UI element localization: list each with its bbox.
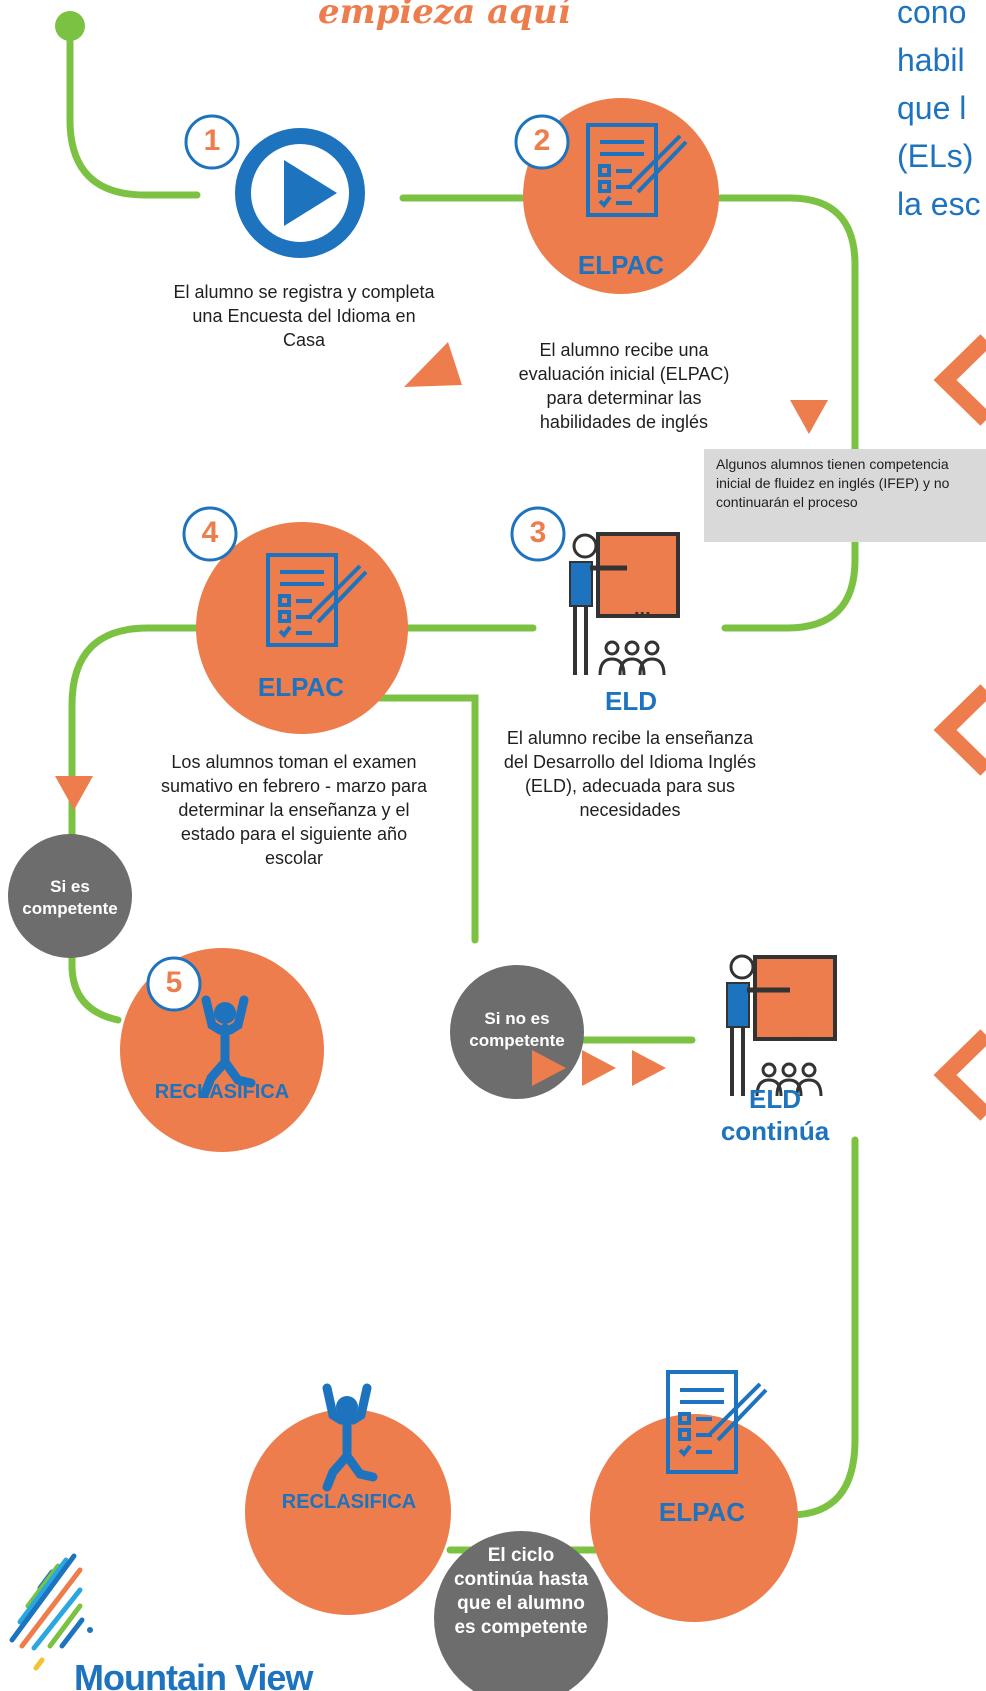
start-dot: [55, 11, 85, 41]
test-sheet-icon: [266, 553, 368, 647]
jumping-person-icon: [322, 1383, 378, 1492]
step-3-caption: El alumno recibe la enseñanza del Desarr…: [503, 728, 757, 820]
svg-text:...: ...: [634, 598, 651, 620]
teacher-icon: ...: [569, 532, 680, 676]
arrow-down-icon: [790, 400, 828, 434]
badge-4: [182, 506, 238, 562]
step-number: 1: [203, 124, 221, 157]
step-2-caption: El alumno recibe una evaluación inicial …: [518, 340, 730, 432]
arrow-down-left-icon: [404, 342, 462, 387]
step-4-label: ELPAC: [257, 672, 345, 702]
chevron-left-icon: [933, 684, 986, 776]
badge-1: [184, 114, 240, 170]
step-4-circle: [196, 522, 408, 734]
play-arrow-icon: [532, 1050, 566, 1086]
step-number: 5: [165, 966, 183, 999]
step-number: 2: [533, 124, 551, 157]
test-sheet-icon: [666, 1370, 768, 1474]
cycle-label: El ciclo continúa hasta que el alumno es…: [453, 1545, 589, 1638]
connector-2-to-3: [712, 194, 859, 632]
chevron-left-icon: [933, 1029, 986, 1121]
connector-4-to-not-proficient: [351, 694, 479, 944]
intro-line: (ELs): [897, 138, 974, 174]
intro-line: cono: [897, 0, 967, 30]
badge-3: [510, 506, 566, 562]
eld-continue-label: ELD continúa: [700, 1083, 850, 1147]
connector-eld-to-elpac: [786, 1136, 859, 1519]
connector-start-to-1: [66, 24, 201, 199]
ifep-note: Algunos alumnos tienen competencia inici…: [704, 449, 986, 542]
not-proficient-label: Si no es competente: [469, 1009, 565, 1050]
badge-2: [514, 114, 570, 170]
step-number: 4: [201, 516, 219, 549]
step-1-caption: El alumno se registra y completa una Enc…: [173, 282, 435, 350]
jumping-person-icon: [200, 995, 256, 1098]
proficient-circle: [8, 834, 132, 958]
play-circle-icon: [235, 128, 365, 258]
test-sheet-icon: [586, 123, 688, 217]
eld-continue-line-2: continúa: [720, 1116, 830, 1146]
intro-line: la esc: [897, 186, 981, 222]
bottom-reclassify-label: RECLASIFICA: [281, 1491, 417, 1513]
chevron-left-icon: [933, 334, 986, 426]
teacher-icon: ...: [726, 954, 837, 1097]
proficient-label: Si es competente: [22, 877, 118, 918]
intro-line: que l: [897, 90, 967, 126]
connector-4-to-branch: [68, 624, 202, 859]
start-heading: empieza aquí: [318, 0, 571, 32]
logo-text: Mountain View: [74, 1657, 313, 1691]
step-2-label: ELPAC: [577, 250, 665, 280]
connector-branch-to-5: [68, 932, 122, 1024]
step-5-label: RECLASIFICA: [154, 1081, 290, 1103]
eld-continue-line-1: ELD: [749, 1084, 801, 1114]
intro-line: habil: [897, 42, 965, 78]
step-3-label: ELD: [605, 686, 657, 716]
badge-5: [146, 956, 202, 1012]
bottom-reclassify-circle: [245, 1409, 451, 1615]
step-4-caption: Los alumnos toman el examen sumativo en …: [160, 752, 428, 868]
cycle-circle: [434, 1531, 608, 1691]
bottom-elpac-label: ELPAC: [658, 1497, 746, 1527]
play-arrow-icon: [632, 1050, 666, 1086]
step-number: 3: [529, 516, 547, 549]
logo-mark: [9, 1553, 93, 1671]
arrow-down-proficient-icon: [55, 776, 93, 810]
bottom-elpac-circle: [590, 1414, 798, 1622]
svg-text:...: ...: [790, 1023, 807, 1045]
play-triangle-icon: [284, 160, 337, 226]
play-arrow-icon: [582, 1050, 616, 1086]
